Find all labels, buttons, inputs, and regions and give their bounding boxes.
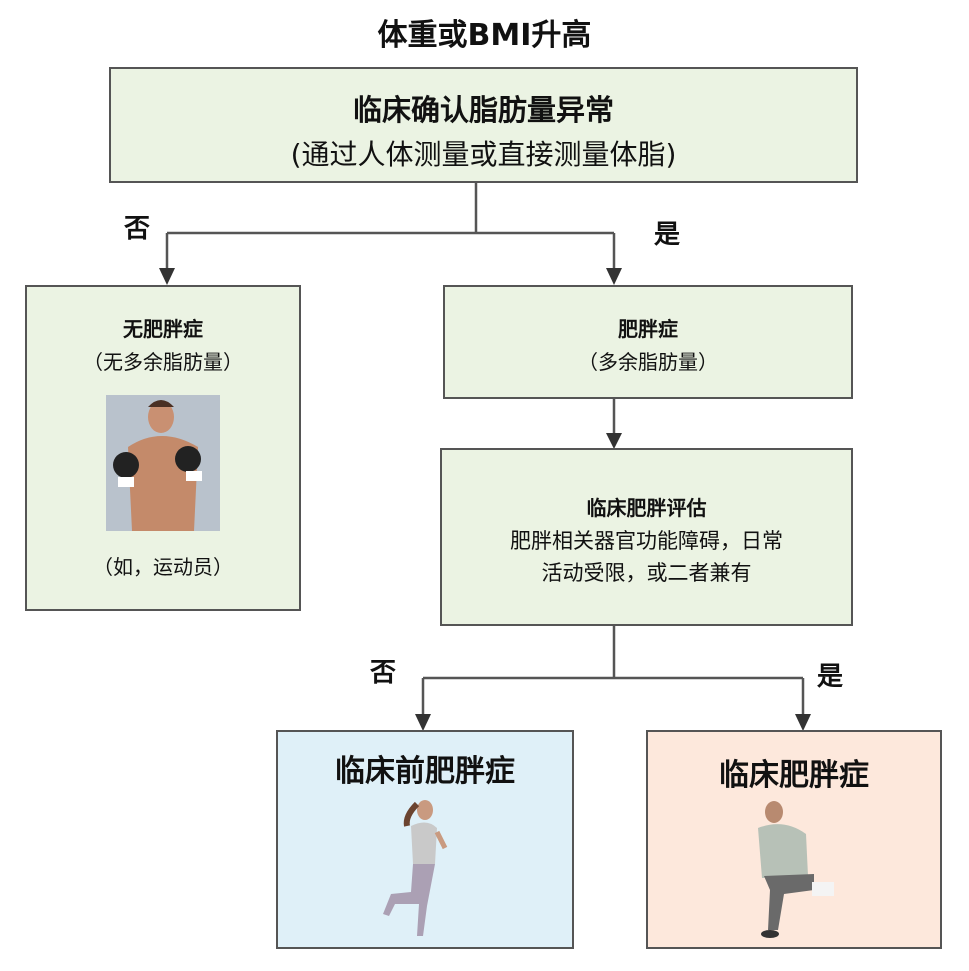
no-obesity-heading: 无肥胖症: [123, 317, 203, 341]
no-obesity-box: 无肥胖症 （无多余脂肪量） （如，运动员）: [25, 285, 301, 611]
clinical-assessment-box: 临床肥胖评估 肥胖相关器官功能障碍，日常 活动受限，或二者兼有: [440, 448, 853, 626]
no-obesity-example: （如，运动员）: [93, 555, 233, 579]
assessment-line2: 活动受限，或二者兼有: [541, 561, 752, 585]
obesity-subtitle: （多余脂肪量）: [578, 350, 718, 374]
assessment-heading: 临床肥胖评估: [586, 496, 707, 520]
top-box-subtitle: (通过人体测量或直接测量体脂): [290, 138, 677, 171]
diagram-title: 体重或BMI升高: [377, 18, 592, 53]
clinical-confirmation-box: 临床确认脂肪量异常 (通过人体测量或直接测量体脂): [109, 67, 858, 183]
athlete-illustration: [106, 395, 220, 531]
branch2-yes-label: 是: [817, 662, 844, 692]
no-obesity-subtitle: （无多余脂肪量）: [83, 350, 243, 374]
seated-man-illustration: [758, 801, 834, 938]
clinical-obesity-box: 临床肥胖症: [646, 730, 942, 949]
connector-bottom: [423, 625, 803, 680]
clinical-heading: 临床肥胖症: [719, 758, 869, 793]
preclinical-obesity-box: 临床前肥胖症: [276, 730, 574, 949]
branch1-yes-label: 是: [654, 220, 681, 250]
branch1-no-label: 否: [124, 214, 151, 244]
runner-illustration: [383, 800, 448, 936]
top-box-heading: 临床确认脂肪量异常: [352, 93, 614, 127]
branch2-no-label: 否: [370, 658, 397, 688]
connector-top: [167, 182, 614, 235]
obesity-heading: 肥胖症: [618, 317, 678, 341]
preclinical-heading: 临床前肥胖症: [335, 754, 515, 789]
obesity-box: 肥胖症 （多余脂肪量）: [443, 285, 853, 399]
assessment-line1: 肥胖相关器官功能障碍，日常: [510, 529, 783, 553]
